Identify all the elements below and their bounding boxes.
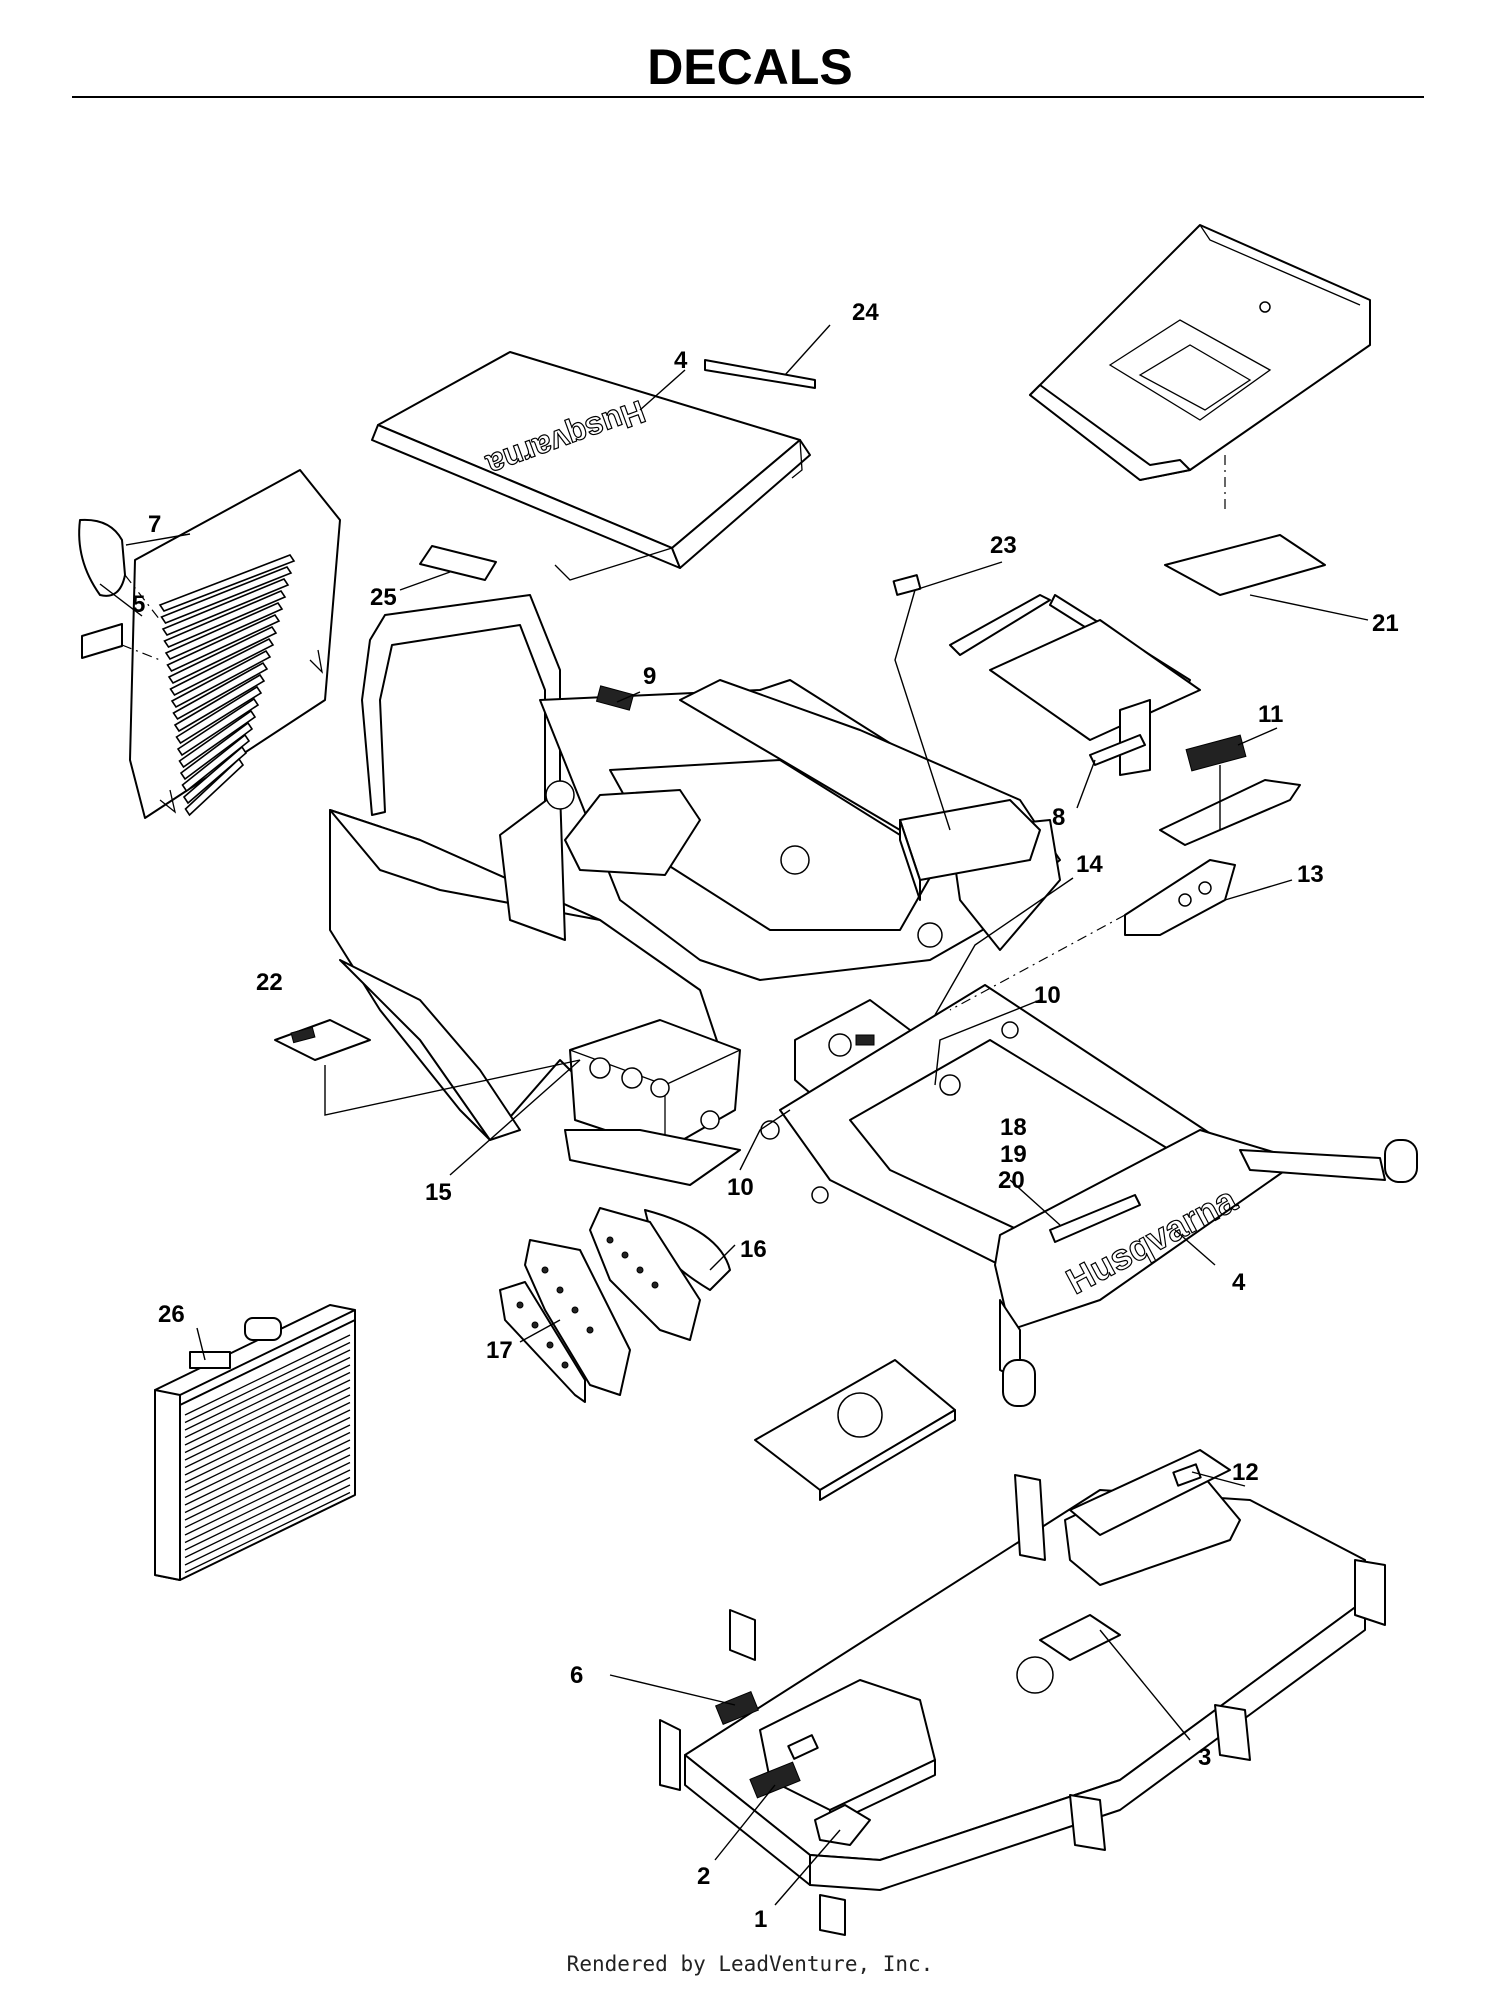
decal-11 (1185, 734, 1247, 772)
callout-20: 20 (998, 1167, 1025, 1194)
hood-cover: Husqvarna (371, 351, 811, 581)
callout-15: 15 (425, 1179, 452, 1206)
callout-12: 12 (1232, 1459, 1259, 1486)
callout-24: 24 (852, 299, 879, 326)
callout-23: 23 (990, 532, 1017, 559)
decal-23 (892, 574, 922, 596)
mower-deck (659, 1359, 1386, 1936)
decal-20 (1049, 1194, 1141, 1243)
callout-17: 17 (486, 1337, 513, 1364)
decal-6 (714, 1690, 760, 1726)
callout-14: 14 (1076, 851, 1103, 878)
decal-8 (1089, 734, 1146, 766)
side-panels (499, 1207, 731, 1403)
callout-9: 9 (643, 663, 656, 690)
decal-22 (274, 1019, 371, 1061)
callout-10-lower: 10 (727, 1174, 754, 1201)
callout-26: 26 (158, 1301, 185, 1328)
footer-credit: Rendered by LeadVenture, Inc. (566, 1952, 934, 1976)
callout-18: 18 (1000, 1114, 1027, 1141)
callout-2: 2 (697, 1863, 710, 1890)
callout-7: 7 (148, 511, 161, 538)
decal-5 (81, 623, 123, 659)
callout-3: 3 (1198, 1744, 1211, 1771)
callout-19: 19 (1000, 1141, 1027, 1168)
callout-8: 8 (1052, 804, 1065, 831)
callout-5: 5 (132, 591, 145, 618)
callout-6: 6 (570, 1662, 583, 1689)
decal-9 (595, 685, 635, 711)
front-bumper (994, 1129, 1301, 1331)
decal-24 (704, 359, 816, 389)
main-frame: Husqvarna (329, 594, 1418, 1407)
decal-3 (1039, 1614, 1121, 1661)
callout-11: 11 (1258, 701, 1283, 728)
callout-25: 25 (370, 584, 397, 611)
callout-22: 22 (256, 969, 283, 996)
rear-grille-panel (129, 469, 341, 819)
callout-16: 16 (740, 1236, 767, 1263)
decal-21 (1164, 534, 1326, 596)
decal-25 (419, 545, 497, 581)
radiator (154, 1304, 356, 1581)
callout-4-bumper: 4 (1232, 1269, 1246, 1296)
callout-labels: 1 2 3 4 4 5 6 7 8 9 10 10 11 12 13 14 15… (132, 299, 1399, 1933)
seat-switch-bracket (1159, 779, 1301, 846)
decal-1 (814, 1804, 871, 1846)
page-title: DECALS (647, 39, 853, 95)
seat-pan (1029, 224, 1371, 481)
decal-7 (78, 518, 126, 597)
callout-4-hood: 4 (674, 347, 688, 374)
callout-1: 1 (754, 1906, 767, 1933)
callout-10-upper: 10 (1034, 982, 1061, 1009)
title-rule (72, 96, 1424, 98)
leader-lines (99, 324, 1369, 1906)
seat-rails (949, 594, 1201, 776)
callout-21: 21 (1372, 610, 1399, 637)
decal-2 (749, 1761, 801, 1799)
callout-13: 13 (1297, 861, 1324, 888)
